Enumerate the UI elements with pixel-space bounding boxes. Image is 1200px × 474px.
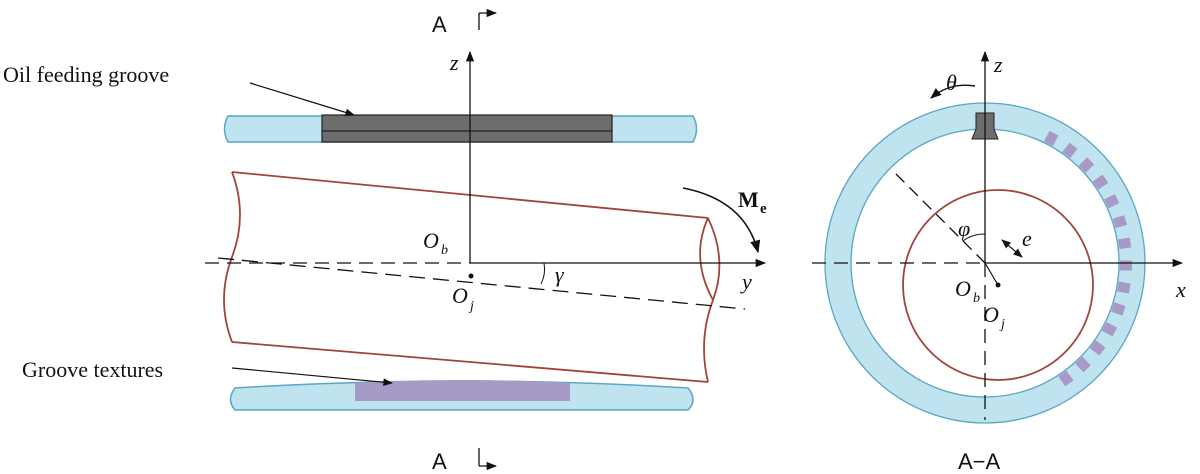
journal-center-dot-right <box>995 282 1001 288</box>
texture-dimple <box>1112 215 1128 229</box>
texture-dimple <box>1062 142 1078 159</box>
bearing-center-left-label: O <box>423 228 439 253</box>
oil-feeding-groove-block <box>321 114 613 143</box>
eccentricity-label: e <box>1022 226 1032 251</box>
journal-center-right-label: O <box>983 302 999 327</box>
texture-dimple <box>1117 281 1131 294</box>
texture-dimple <box>1078 157 1095 173</box>
bearing-center-right-sub: b <box>973 291 980 306</box>
groove-textures-block <box>355 380 570 401</box>
journal-center-left-sub: j <box>468 299 474 314</box>
texture-dimple <box>1043 130 1059 147</box>
bearing-center-right-label: O <box>955 276 971 301</box>
z-axis-right-label: z <box>993 52 1003 77</box>
moment-subscript: e <box>760 201 767 217</box>
texture-dimple <box>1089 340 1106 356</box>
texture-dimple <box>1111 302 1126 316</box>
texture-dimple <box>1092 174 1109 190</box>
section-view-label: A−A <box>958 449 1001 474</box>
moment-arrow <box>682 187 761 254</box>
y-axis-label: y <box>740 269 752 294</box>
journal-center-right-sub: j <box>999 317 1005 332</box>
misalignment-angle-label: γ <box>555 262 565 287</box>
texture-dimple <box>1101 321 1118 337</box>
x-axis-label: x <box>1175 277 1186 302</box>
texture-dimple <box>1119 260 1133 271</box>
section-label-bottom: A <box>432 449 447 474</box>
journal-section <box>902 189 1094 381</box>
section-mark-top <box>478 8 498 30</box>
texture-dimple <box>1104 194 1120 209</box>
section-label-top: A <box>432 12 447 37</box>
oil-groove-leader <box>249 82 355 117</box>
moment-label: M <box>738 187 759 212</box>
texture-dimple <box>1117 237 1132 250</box>
texture-dimple <box>1075 356 1091 373</box>
phi-label: φ <box>958 216 970 241</box>
theta-label: θ <box>946 70 957 95</box>
z-axis-left-label: z <box>449 50 459 75</box>
journal-center-left-label: O <box>452 283 468 308</box>
texture-leader <box>231 367 393 387</box>
texture-dimple <box>1058 370 1074 387</box>
oil-feeding-groove-label: Oil feeding groove <box>3 62 169 87</box>
journal-center-dot <box>468 273 474 279</box>
groove-textures-label: Groove textures <box>22 357 163 382</box>
section-mark-bottom <box>478 448 498 471</box>
bearing-center-left-sub: b <box>441 243 448 258</box>
theta-arrow <box>930 84 976 99</box>
